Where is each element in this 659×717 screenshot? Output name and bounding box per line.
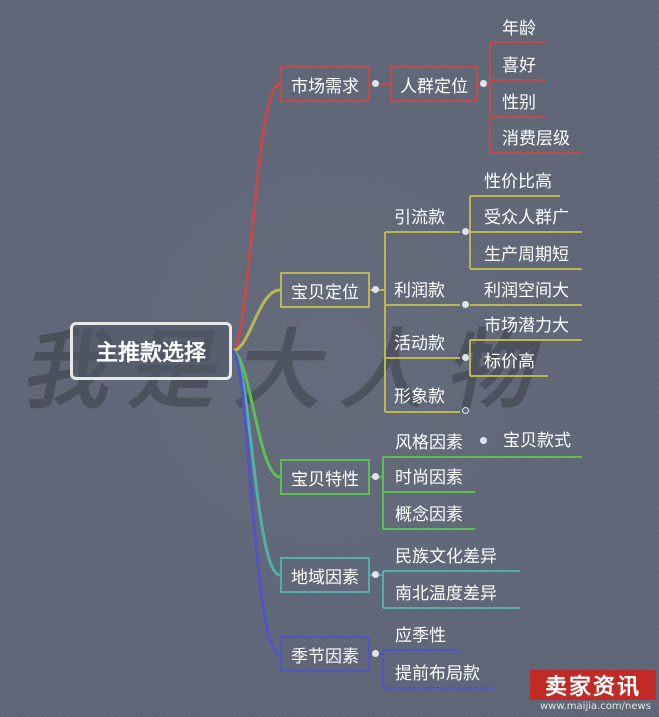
node-image-item[interactable]: 形象款 <box>394 387 445 407</box>
site-url: www.maijia.com/news <box>540 701 651 712</box>
branch-product-positioning[interactable]: 宝贝定位 <box>280 272 370 308</box>
root-node[interactable]: 主推款选择 <box>70 322 232 380</box>
node-fashion-factor[interactable]: 时尚因素 <box>395 468 463 488</box>
expand-dot[interactable] <box>372 80 379 87</box>
leaf-age: 年龄 <box>502 19 536 39</box>
site-logo: 卖家资讯 <box>530 670 656 700</box>
leaf-consumption-level: 消费层级 <box>502 129 570 149</box>
branch-regional-factors[interactable]: 地域因素 <box>280 557 370 593</box>
leaf-high-price: 标价高 <box>484 352 535 372</box>
leaf-market-potential: 市场潜力大 <box>484 316 569 336</box>
node-promo-item[interactable]: 活动款 <box>394 334 445 354</box>
expand-dot[interactable] <box>462 301 469 308</box>
node-style-factor[interactable]: 风格因素 <box>395 433 463 453</box>
branch-seasonal-factors[interactable]: 季节因素 <box>280 636 370 672</box>
node-temperature-diff[interactable]: 南北温度差异 <box>395 584 497 604</box>
expand-dot[interactable] <box>372 286 379 293</box>
leaf-wide-audience: 受众人群广 <box>484 208 569 228</box>
collapsed-dot[interactable] <box>462 407 469 414</box>
expand-dot[interactable] <box>372 473 379 480</box>
node-crowd-positioning[interactable]: 人群定位 <box>390 66 478 102</box>
leaf-preference: 喜好 <box>502 56 536 76</box>
branch-product-features[interactable]: 宝贝特性 <box>280 459 370 495</box>
leaf-gender: 性别 <box>502 93 536 113</box>
node-profit-item[interactable]: 利润款 <box>394 281 445 301</box>
branch-market-demand[interactable]: 市场需求 <box>280 66 370 102</box>
leaf-profit-margin: 利润空间大 <box>484 281 569 301</box>
node-ethnic-culture[interactable]: 民族文化差异 <box>395 547 497 567</box>
expand-dot[interactable] <box>462 354 469 361</box>
expand-dot[interactable] <box>480 437 487 444</box>
leaf-product-style: 宝贝款式 <box>503 431 571 451</box>
leaf-short-cycle: 生产周期短 <box>484 245 569 265</box>
node-seasonal[interactable]: 应季性 <box>395 626 446 646</box>
node-advance-layout[interactable]: 提前布局款 <box>395 664 480 684</box>
leaf-cost-effective: 性价比高 <box>484 172 552 192</box>
node-traffic-item[interactable]: 引流款 <box>394 208 445 228</box>
node-concept-factor[interactable]: 概念因素 <box>395 505 463 525</box>
expand-dot[interactable] <box>462 228 469 235</box>
expand-dot[interactable] <box>372 650 379 657</box>
expand-dot[interactable] <box>372 571 379 578</box>
expand-dot[interactable] <box>480 80 487 87</box>
